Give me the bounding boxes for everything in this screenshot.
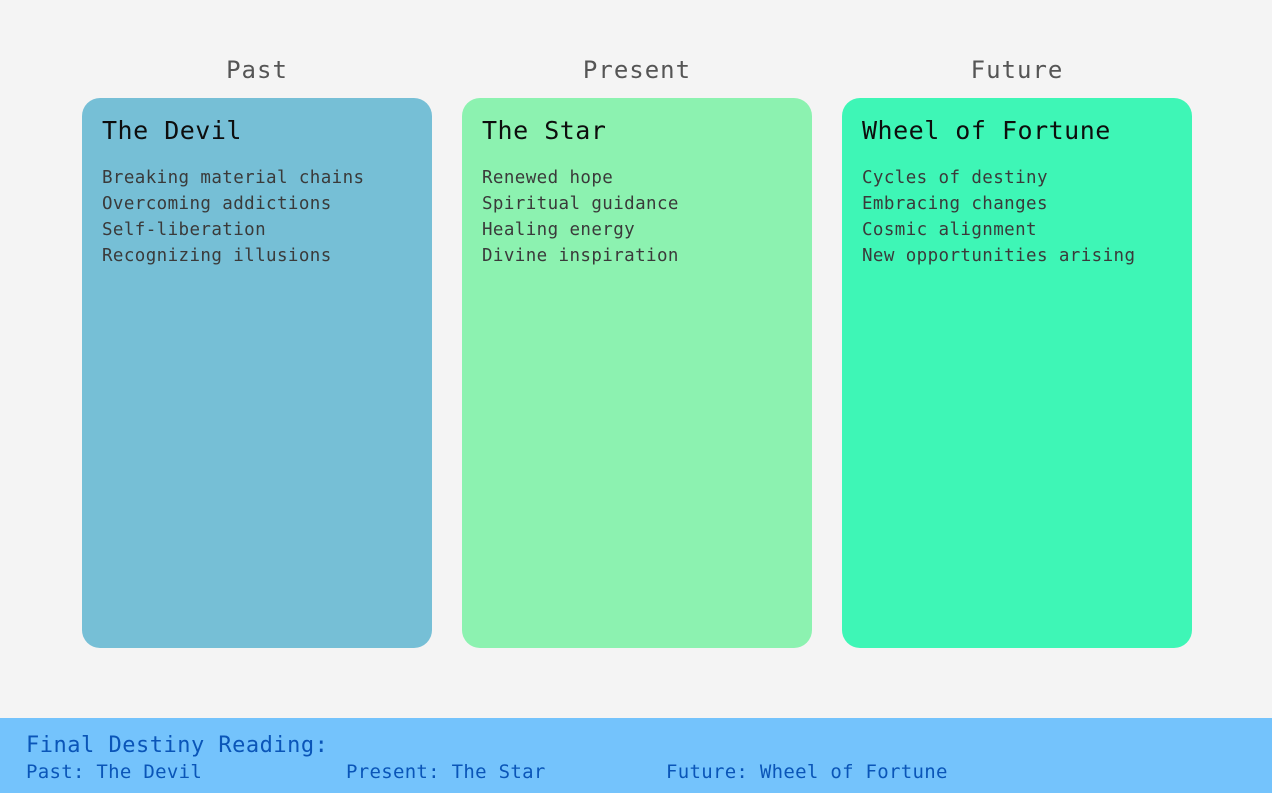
future-card[interactable]: Wheel of Fortune Cycles of destiny Embra… xyxy=(842,98,1192,648)
final-reading-summary: Past: The Devil Present: The Star Future… xyxy=(26,760,1246,784)
future-label: Future xyxy=(970,56,1064,84)
tarot-spread: Past The Devil Breaking material chains … xyxy=(82,52,1192,648)
future-card-title: Wheel of Fortune xyxy=(862,116,1111,145)
future-meaning-2: Embracing changes xyxy=(862,194,1048,214)
future-meaning-4: New opportunities arising xyxy=(862,246,1136,266)
present-meaning-4: Divine inspiration xyxy=(482,246,679,266)
present-meaning-3: Healing energy xyxy=(482,220,636,240)
past-card-title: The Devil xyxy=(102,116,242,145)
final-reading-panel: Final Destiny Reading: Past: The Devil P… xyxy=(0,718,1272,793)
past-meaning-2: Overcoming addictions xyxy=(102,194,332,214)
final-reading-title: Final Destiny Reading: xyxy=(26,733,329,758)
summary-present: Present: The Star xyxy=(346,761,546,783)
future-meaning-3: Cosmic alignment xyxy=(862,220,1037,240)
present-meaning-1: Renewed hope xyxy=(482,168,614,188)
past-label: Past xyxy=(226,56,288,84)
summary-past: Past: The Devil xyxy=(26,761,203,783)
past-meaning-3: Self-liberation xyxy=(102,220,267,240)
present-card-title: The Star xyxy=(482,116,607,145)
past-meaning-1: Breaking material chains xyxy=(102,168,365,188)
present-meaning-2: Spiritual guidance xyxy=(482,194,679,214)
past-meaning-4: Recognizing illusions xyxy=(102,246,332,266)
past-column: Past The Devil Breaking material chains … xyxy=(82,52,432,648)
future-column: Future Wheel of Fortune Cycles of destin… xyxy=(842,52,1192,648)
past-card[interactable]: The Devil Breaking material chains Overc… xyxy=(82,98,432,648)
present-column: Present The Star Renewed hope Spiritual … xyxy=(462,52,812,648)
present-card[interactable]: The Star Renewed hope Spiritual guidance… xyxy=(462,98,812,648)
summary-future: Future: Wheel of Fortune xyxy=(666,761,948,783)
future-meaning-1: Cycles of destiny xyxy=(862,168,1048,188)
present-label: Present xyxy=(582,56,692,84)
